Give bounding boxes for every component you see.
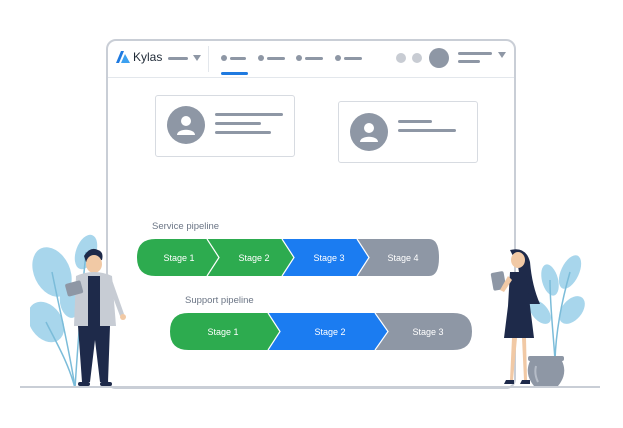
pipeline-stage-2[interactable] <box>268 313 388 350</box>
profile-line <box>398 129 456 132</box>
brand-name: Kylas <box>133 50 163 64</box>
profile-line <box>215 122 261 125</box>
nav-item-2-dot[interactable] <box>258 55 264 61</box>
profile-line <box>215 113 283 116</box>
plant-right-icon <box>529 255 585 360</box>
user-avatar-icon <box>350 113 388 151</box>
plant-left-icon <box>30 234 98 388</box>
workspace-selector-bar[interactable] <box>168 57 188 60</box>
user-role-bar <box>458 60 480 63</box>
caret-down-icon[interactable] <box>498 52 506 58</box>
profile-line <box>398 120 432 123</box>
stage-label: Stage 2 <box>238 253 269 263</box>
pipeline-stage-4[interactable] <box>357 239 439 276</box>
stage-label: Stage 2 <box>314 327 345 337</box>
pipeline-stage-1[interactable] <box>137 239 219 276</box>
ground-line <box>20 386 600 388</box>
stage-label: Stage 3 <box>313 253 344 263</box>
stage-label: Stage 1 <box>207 327 238 337</box>
nav-item-1[interactable] <box>230 57 246 60</box>
app-header <box>108 41 514 78</box>
notification-icon[interactable] <box>396 53 406 63</box>
service-pipeline: Stage 1 Stage 2 Stage 3 Stage 4 <box>137 239 439 276</box>
pipeline-stage-3[interactable] <box>375 313 472 350</box>
nav-item-active-indicator <box>221 72 248 75</box>
nav-item-3[interactable] <box>305 57 323 60</box>
pipeline-stage-3[interactable] <box>282 239 369 276</box>
stage-label: Stage 1 <box>163 253 194 263</box>
woman-illustration <box>490 249 540 384</box>
pipeline-stage-2[interactable] <box>207 239 294 276</box>
pot-icon <box>527 356 565 386</box>
user-name-bar <box>458 52 492 55</box>
support-pipeline: Stage 1 Stage 2 Stage 3 <box>170 313 472 350</box>
stage-label: Stage 3 <box>412 327 443 337</box>
help-icon[interactable] <box>412 53 422 63</box>
nav-item-3-dot[interactable] <box>296 55 302 61</box>
nav-item-4[interactable] <box>344 57 362 60</box>
profile-line <box>215 131 271 134</box>
caret-down-icon[interactable] <box>193 55 201 61</box>
pipeline-label: Support pipeline <box>185 295 254 306</box>
brand-logo[interactable]: Kylas <box>116 50 162 64</box>
user-avatar-icon <box>167 106 205 144</box>
man-illustration <box>65 248 126 386</box>
pipeline-label: Service pipeline <box>152 221 220 232</box>
nav-item-4-dot[interactable] <box>335 55 341 61</box>
nav-item-1-dot[interactable] <box>221 55 227 61</box>
user-avatar[interactable] <box>429 48 449 68</box>
pipeline-stage-1[interactable] <box>170 313 280 350</box>
kylas-logo-icon <box>116 51 130 63</box>
nav-item-2[interactable] <box>267 57 285 60</box>
header-divider <box>208 46 209 72</box>
stage-label: Stage 4 <box>387 253 418 263</box>
